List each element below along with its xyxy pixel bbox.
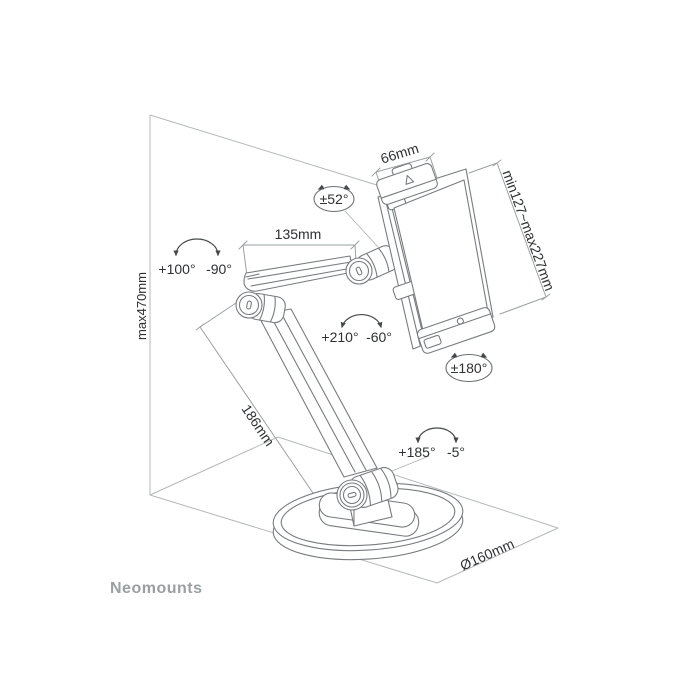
base-joint-cap-outer <box>336 479 368 511</box>
rotation-arrow-left <box>450 352 458 358</box>
elbow-slot <box>246 300 252 310</box>
tablet-holder <box>376 163 496 354</box>
tablet-stand <box>235 163 496 561</box>
label-max-height: max470mm <box>134 272 149 340</box>
dim-holder-range <box>468 159 551 315</box>
upper-arm-contours <box>245 261 353 287</box>
rotation-ellipse <box>445 353 493 383</box>
upper-arm <box>243 255 354 292</box>
lower-arm <box>257 308 378 478</box>
label-head-joint-neg: -60° <box>366 329 392 345</box>
tilt-badge <box>313 184 355 213</box>
label-base-joint-pos: +185° <box>398 444 435 460</box>
base-joint-leader <box>391 455 430 472</box>
head-barrel-ribs <box>365 247 390 278</box>
top-clamp-lip <box>380 178 437 199</box>
perspective-reference-lines <box>149 114 559 584</box>
holder-left-rail <box>385 201 426 346</box>
bottom-clamp-tab <box>423 334 442 349</box>
floor-front-edges <box>149 494 559 584</box>
rotation-arrow-right <box>480 352 488 358</box>
upper-arm-body <box>243 255 354 292</box>
elbow-cap-inner <box>238 294 260 316</box>
head-joint-arc <box>340 314 383 329</box>
rotation-badge <box>445 352 493 383</box>
base-joint-arc <box>415 427 459 444</box>
elbow-swivel-arc <box>173 238 221 257</box>
dim-line <box>496 162 547 298</box>
tilt-arrow-right <box>343 184 351 190</box>
label-holder-range: min127~max227mm <box>499 168 558 293</box>
floor-back-edges <box>149 436 559 529</box>
bottom-clamp-lip <box>418 313 492 340</box>
dim-end-ticks <box>371 152 435 177</box>
wall-top-edge <box>149 114 381 187</box>
label-head-joint-pos: +210° <box>321 329 358 345</box>
dim-line <box>375 156 431 173</box>
label-elbow-swivel-pos: +100° <box>158 261 195 277</box>
label-holder-rotation: ±180° <box>451 360 488 376</box>
top-clamp-arrow-marker <box>405 174 415 185</box>
base-joint <box>336 467 399 511</box>
elbow-barrel-ribs <box>258 293 276 323</box>
base-joint-cap-inner <box>342 485 362 505</box>
tilt-ellipse <box>313 185 355 213</box>
label-upper-arm-length: 135mm <box>275 226 322 242</box>
label-base-diameter: Ø160mm <box>457 535 516 573</box>
dim-witness-lines <box>468 162 547 315</box>
base-joint-ribs <box>359 468 392 507</box>
holder-bottom-clamp <box>416 307 496 354</box>
dim-line <box>199 326 331 519</box>
bottom-clamp-screw <box>456 317 464 325</box>
label-holder-tilt: ±52° <box>320 191 349 207</box>
brand-logo-text: Neomounts <box>110 580 203 597</box>
tilt-leader <box>344 210 379 248</box>
label-holder-width: 66mm <box>379 140 421 167</box>
head-slot <box>355 266 363 276</box>
label-lower-arm-length: 186mm <box>238 401 277 449</box>
dim-end-ticks <box>238 240 360 250</box>
base-joint-slot <box>347 491 357 499</box>
lower-arm-body <box>257 308 378 478</box>
elbow-joint <box>235 291 263 319</box>
tilt-arrow-left <box>317 184 325 190</box>
dimension-lines <box>195 152 551 522</box>
lower-arm-contours <box>268 310 367 473</box>
angle-annotations <box>173 184 493 472</box>
base-joint-cap-ring <box>339 482 365 508</box>
head-cap-inner <box>348 260 370 282</box>
label-elbow-swivel-neg: -90° <box>206 261 232 277</box>
dim-end-ticks <box>492 159 551 301</box>
holder-top-clamp <box>376 163 438 205</box>
label-base-joint-neg: -5° <box>447 444 465 460</box>
head-joint <box>345 257 373 285</box>
